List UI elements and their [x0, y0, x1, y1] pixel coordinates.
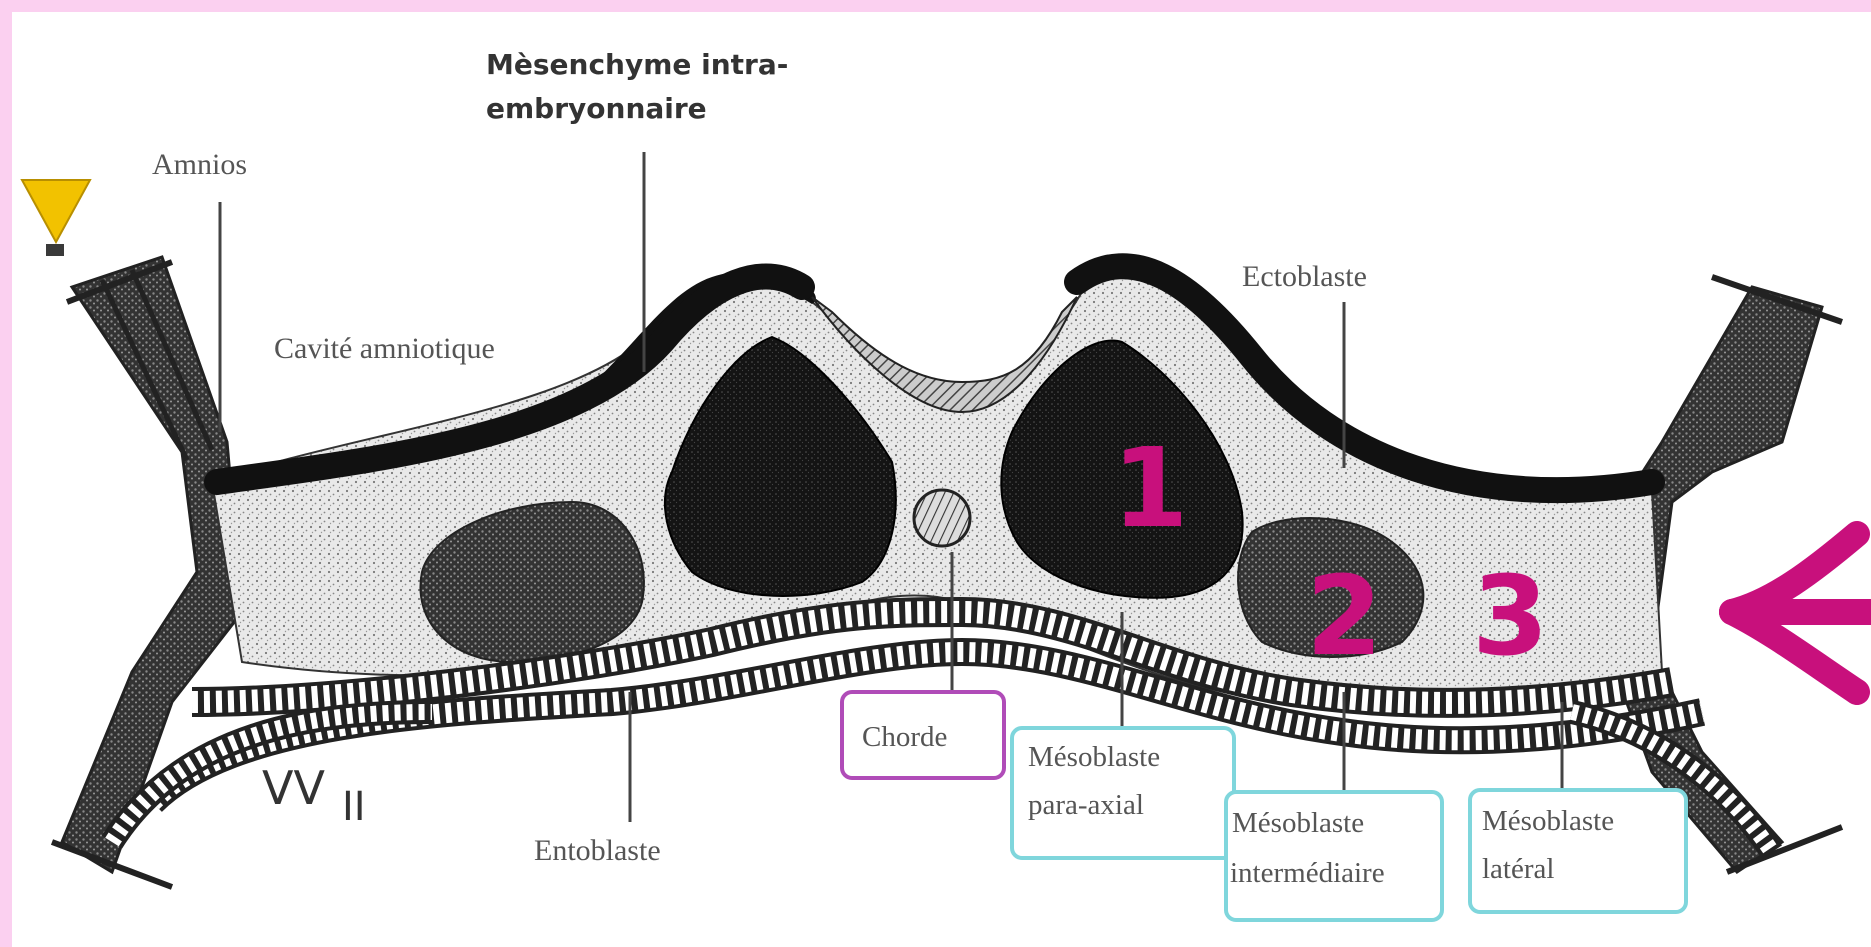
lateral-box-line1: Mésoblaste — [1482, 805, 1614, 837]
arrow-icon — [1732, 534, 1871, 692]
paraaxial-box-line1: Mésoblaste — [1028, 741, 1160, 773]
mesenchyme-label-line2: embryonnaire — [486, 92, 707, 125]
number-one: 1 — [1112, 424, 1189, 552]
lateral-box: Mésoblaste latéral — [1470, 790, 1686, 912]
intermediaire-box-line2: intermédiaire — [1230, 857, 1385, 889]
entoblaste-label: Entoblaste — [534, 834, 661, 867]
number-three: 3 — [1472, 552, 1549, 680]
amnios-label: Amnios — [152, 148, 247, 181]
paraaxial-box-line2: para-axial — [1028, 789, 1144, 821]
chorde-box-label: Chorde — [862, 721, 947, 753]
chorde-circle — [914, 490, 970, 546]
stage-sub-label: II — [342, 784, 366, 830]
intermediaire-box-line1: Mésoblaste — [1232, 807, 1364, 839]
number-two: 2 — [1306, 552, 1383, 680]
mesenchyme-label-line1: Mèsenchyme intra- — [486, 48, 788, 81]
ectoblaste-label: Ectoblaste — [1242, 260, 1367, 293]
embryo-section-diagram: Mèsenchyme intra- embryonnaire Amnios Ca… — [12, 12, 1871, 947]
diagram-frame: Mèsenchyme intra- embryonnaire Amnios Ca… — [12, 12, 1871, 947]
paraaxial-box: Mésoblaste para-axial — [1012, 728, 1234, 858]
marker-icon — [22, 180, 90, 256]
chorde-box: Chorde — [842, 692, 1004, 778]
cavite-label: Cavité amniotique — [274, 332, 495, 365]
intermediaire-box: Mésoblaste intermédiaire — [1226, 792, 1442, 920]
stage-label: VV — [262, 761, 325, 815]
lateral-box-line2: latéral — [1482, 853, 1554, 885]
